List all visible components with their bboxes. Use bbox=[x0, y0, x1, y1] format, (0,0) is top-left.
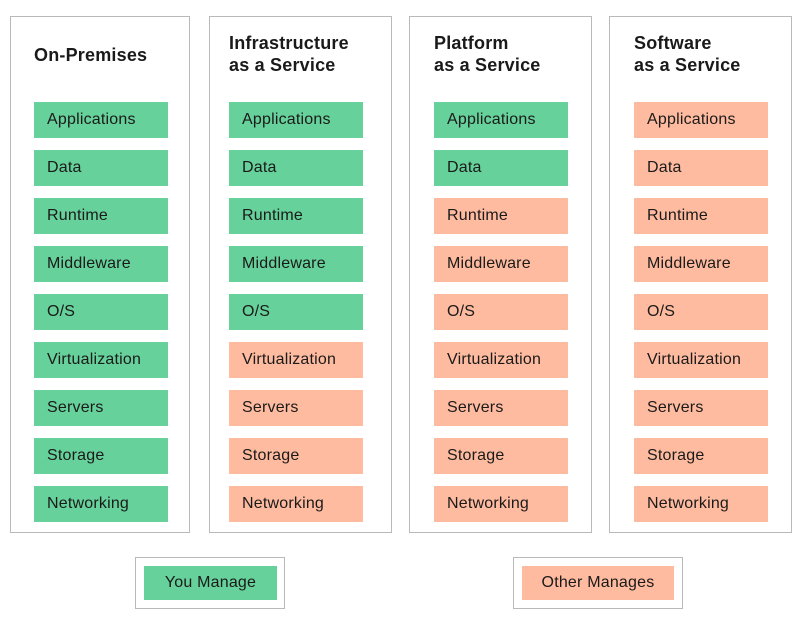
layer-data: Data bbox=[229, 150, 363, 186]
column-on-premises: On-Premises Applications Data Runtime Mi… bbox=[10, 16, 190, 533]
layer-servers: Servers bbox=[434, 390, 568, 426]
layer-data: Data bbox=[634, 150, 768, 186]
column-iaas: Infrastructure as a Service Applications… bbox=[209, 16, 392, 533]
column-title: Platform as a Service bbox=[434, 33, 541, 75]
layer-virtualization: Virtualization bbox=[634, 342, 768, 378]
layer-servers: Servers bbox=[229, 390, 363, 426]
layer-virtualization: Virtualization bbox=[229, 342, 363, 378]
layer-os: O/S bbox=[229, 294, 363, 330]
layer-runtime: Runtime bbox=[434, 198, 568, 234]
layer-os: O/S bbox=[634, 294, 768, 330]
layer-middleware: Middleware bbox=[34, 246, 168, 282]
layer-applications: Applications bbox=[34, 102, 168, 138]
layer-networking: Networking bbox=[34, 486, 168, 522]
layer-storage: Storage bbox=[229, 438, 363, 474]
layer-applications: Applications bbox=[634, 102, 768, 138]
layer-middleware: Middleware bbox=[634, 246, 768, 282]
layer-storage: Storage bbox=[434, 438, 568, 474]
layer-runtime: Runtime bbox=[634, 198, 768, 234]
legend-you-manage: You Manage bbox=[135, 557, 285, 609]
layer-networking: Networking bbox=[434, 486, 568, 522]
layer-storage: Storage bbox=[34, 438, 168, 474]
column-saas: Software as a Service Applications Data … bbox=[609, 16, 792, 533]
legend-other-manages: Other Manages bbox=[513, 557, 683, 609]
layer-os: O/S bbox=[434, 294, 568, 330]
column-title: On-Premises bbox=[34, 45, 148, 65]
layer-storage: Storage bbox=[634, 438, 768, 474]
layer-virtualization: Virtualization bbox=[434, 342, 568, 378]
legend-you-manage-label: You Manage bbox=[144, 566, 277, 600]
column-title: Infrastructure as a Service bbox=[229, 33, 349, 75]
layer-middleware: Middleware bbox=[229, 246, 363, 282]
layer-networking: Networking bbox=[634, 486, 768, 522]
layer-networking: Networking bbox=[229, 486, 363, 522]
layer-servers: Servers bbox=[34, 390, 168, 426]
layer-servers: Servers bbox=[634, 390, 768, 426]
layer-data: Data bbox=[434, 150, 568, 186]
layer-applications: Applications bbox=[229, 102, 363, 138]
column-title: Software as a Service bbox=[634, 33, 741, 75]
layer-os: O/S bbox=[34, 294, 168, 330]
layer-data: Data bbox=[34, 150, 168, 186]
layer-virtualization: Virtualization bbox=[34, 342, 168, 378]
layer-middleware: Middleware bbox=[434, 246, 568, 282]
layer-applications: Applications bbox=[434, 102, 568, 138]
legend-other-manages-label: Other Manages bbox=[522, 566, 674, 600]
column-paas: Platform as a Service Applications Data … bbox=[409, 16, 592, 533]
layer-runtime: Runtime bbox=[34, 198, 168, 234]
layer-runtime: Runtime bbox=[229, 198, 363, 234]
